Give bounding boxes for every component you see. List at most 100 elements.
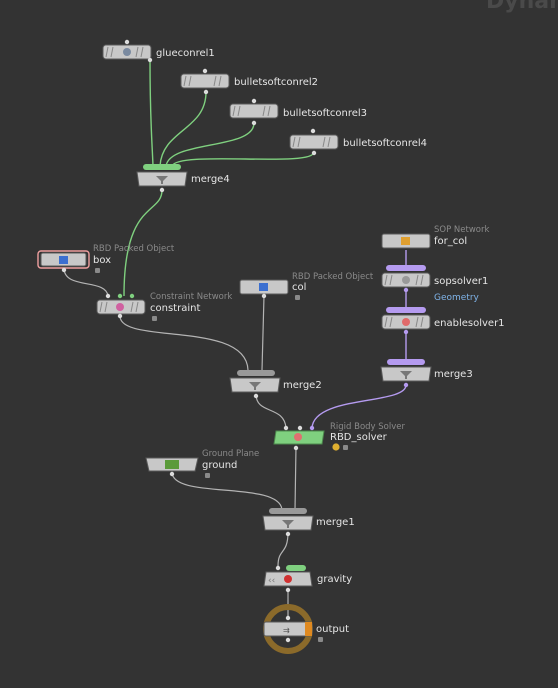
node-rbd_solver[interactable]: Rigid Body Solver RBD_solver xyxy=(273,422,405,451)
node-label: enablesolver1 xyxy=(434,318,505,329)
node-merge2[interactable]: merge2 xyxy=(229,370,322,399)
node-sopsolver1[interactable]: sopsolver1 Geometry xyxy=(381,265,488,303)
node-merge1[interactable]: merge1 xyxy=(262,508,355,537)
rbd-packed-icon xyxy=(259,283,268,291)
output-port[interactable] xyxy=(285,531,291,537)
output-port[interactable] xyxy=(403,329,409,335)
node-bulletsoftconrel4[interactable]: bulletsoftconrel4 xyxy=(289,128,427,156)
output-port[interactable] xyxy=(61,267,67,273)
node-bulletsoftconrel3[interactable]: bulletsoftconrel3 xyxy=(229,98,367,126)
input-port[interactable] xyxy=(105,293,111,299)
node-label: merge3 xyxy=(434,369,473,380)
sop-network-icon xyxy=(401,237,410,245)
input-port[interactable] xyxy=(117,293,123,299)
node-merge3[interactable]: merge3 xyxy=(380,359,473,388)
chevrons-icon: ‹‹ xyxy=(268,576,275,586)
output-port[interactable] xyxy=(293,445,299,451)
node-enablesolver1[interactable]: enablesolver1 xyxy=(381,307,505,335)
wire-merge1-gravity[interactable] xyxy=(277,531,289,567)
lock-icon xyxy=(295,295,300,300)
node-label: bulletsoftconrel4 xyxy=(343,138,427,149)
output-port[interactable] xyxy=(117,313,123,319)
output-port[interactable] xyxy=(285,637,291,643)
node-bulletsoftconrel2[interactable]: bulletsoftconrel2 xyxy=(180,68,318,95)
node-col[interactable]: RBD Packed Object col xyxy=(239,272,374,300)
merge-funnel-icon xyxy=(249,382,261,390)
output-port[interactable] xyxy=(203,89,209,95)
input-port[interactable] xyxy=(310,128,316,134)
node-label: box xyxy=(93,255,111,266)
wire-bulletsoftconrel3-merge4[interactable] xyxy=(165,122,255,167)
input-port[interactable] xyxy=(309,425,315,431)
output-port[interactable] xyxy=(159,187,165,193)
output-port[interactable] xyxy=(169,471,175,477)
node-gravity[interactable]: ‹‹ gravity xyxy=(263,565,352,593)
input-port[interactable] xyxy=(124,39,130,45)
wire-merge3-rbdsolver[interactable] xyxy=(311,384,407,429)
input-port[interactable] xyxy=(251,98,257,104)
input-bar[interactable] xyxy=(286,565,306,571)
output-port[interactable] xyxy=(403,287,409,293)
wire-col-merge2[interactable] xyxy=(261,295,265,371)
enable-solver-icon xyxy=(402,318,410,326)
node-output[interactable]: ⇉ output xyxy=(263,604,349,654)
node-label: constraint xyxy=(150,303,200,314)
input-bar[interactable] xyxy=(386,307,426,313)
output-port[interactable] xyxy=(147,57,153,63)
output-port[interactable] xyxy=(403,382,409,388)
wire-glueconrel1-merge4[interactable] xyxy=(149,59,154,167)
node-label: glueconrel1 xyxy=(156,48,215,59)
input-bar[interactable] xyxy=(387,359,425,365)
node-box[interactable]: RBD Packed Object box xyxy=(37,244,175,273)
node-type: Rigid Body Solver xyxy=(330,422,405,432)
wire-ground-merge1[interactable] xyxy=(171,471,283,511)
wire-bulletsoftconrel4-merge4[interactable] xyxy=(171,151,315,167)
node-type: RBD Packed Object xyxy=(93,244,175,254)
output-port[interactable] xyxy=(311,150,317,156)
lock-icon xyxy=(318,637,323,642)
output-port[interactable] xyxy=(261,293,267,299)
input-port[interactable] xyxy=(297,425,303,431)
node-for_col[interactable]: SOP Network for_col xyxy=(381,225,489,249)
wire-rbdsolver-merge1[interactable] xyxy=(294,445,297,511)
output-port[interactable] xyxy=(251,120,257,126)
output-port[interactable] xyxy=(285,587,291,593)
input-bar[interactable] xyxy=(386,265,426,271)
node-constraint[interactable]: Constraint Network constraint xyxy=(96,292,232,321)
lock-icon xyxy=(343,445,348,450)
input-port[interactable] xyxy=(283,425,289,431)
node-type: Constraint Network xyxy=(150,292,232,302)
input-port[interactable] xyxy=(275,565,281,571)
node-subtitle: Geometry xyxy=(434,293,480,303)
wire-constraint-merge2[interactable] xyxy=(119,315,249,371)
input-bar[interactable] xyxy=(237,370,275,376)
input-bar[interactable] xyxy=(143,164,181,170)
wires xyxy=(63,59,407,618)
lock-icon xyxy=(95,268,100,273)
node-label: bulletsoftconrel3 xyxy=(283,108,367,119)
node-glueconrel1[interactable]: glueconrel1 xyxy=(102,39,215,63)
wire-bulletsoftconrel2-merge4[interactable] xyxy=(159,91,207,167)
node-ground[interactable]: Ground Plane ground xyxy=(145,449,259,478)
node-label: merge2 xyxy=(283,380,322,391)
node-label: bulletsoftconrel2 xyxy=(234,77,318,88)
input-bar[interactable] xyxy=(269,508,307,514)
gravity-force-icon xyxy=(284,575,292,583)
output-port[interactable] xyxy=(253,393,259,399)
input-port[interactable] xyxy=(285,615,291,621)
node-label: ground xyxy=(202,460,237,471)
node-label: gravity xyxy=(317,574,352,585)
input-port[interactable] xyxy=(129,293,135,299)
wire-box-constraint[interactable] xyxy=(63,267,109,297)
wire-merge2-rbdsolver[interactable] xyxy=(255,393,287,429)
output-flag[interactable] xyxy=(305,622,312,636)
node-merge4[interactable]: merge4 xyxy=(136,164,230,193)
wire-merge4-constraint[interactable] xyxy=(123,189,163,297)
sop-solver-icon xyxy=(402,276,410,284)
merge-funnel-icon xyxy=(400,371,412,379)
input-port[interactable] xyxy=(202,68,208,74)
merge-funnel-icon xyxy=(282,520,294,528)
ground-plane-icon xyxy=(165,460,179,469)
output-icon: ⇉ xyxy=(283,626,290,635)
